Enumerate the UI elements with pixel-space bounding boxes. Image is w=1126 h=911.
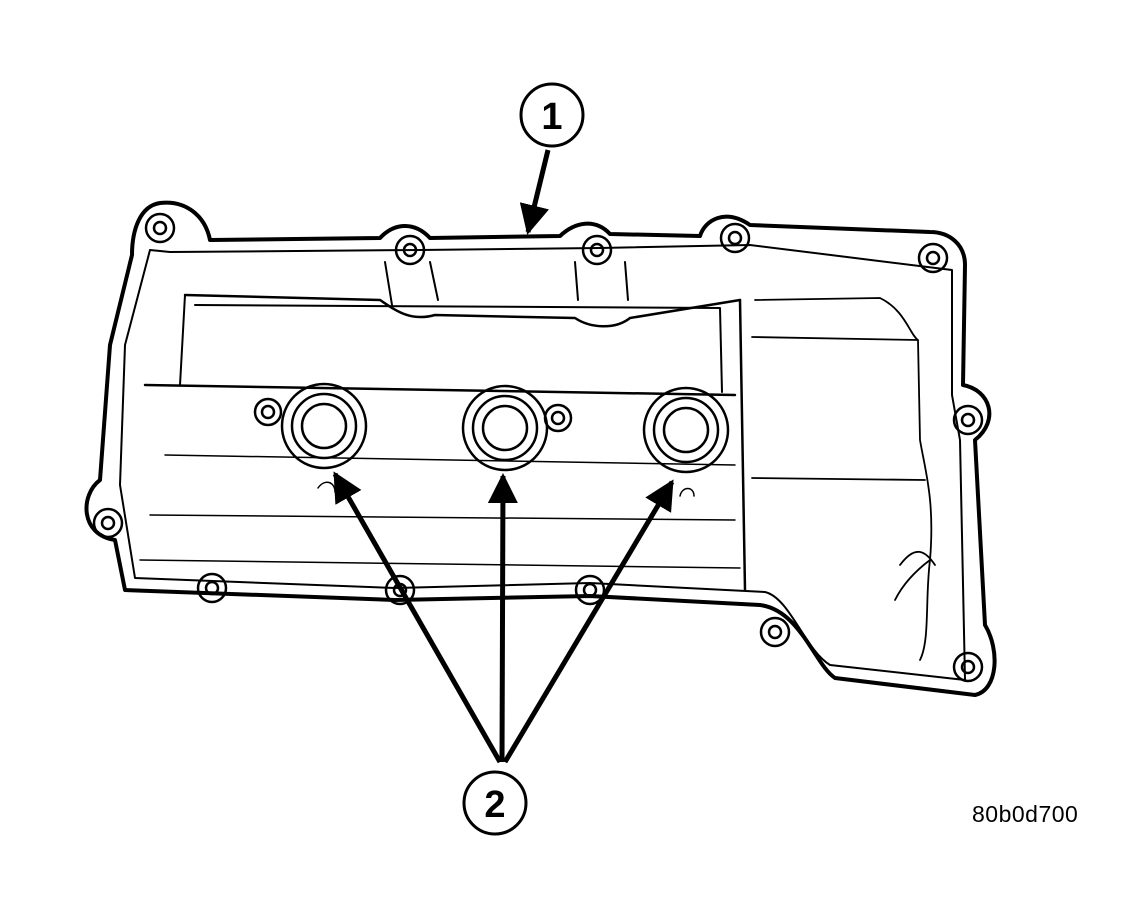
spark-plug-tube-seals xyxy=(280,382,730,474)
bolt-boss-top-a xyxy=(384,261,439,306)
spark-plug-tube-seal xyxy=(461,384,549,472)
spark-plug-rail-line-3 xyxy=(139,559,741,569)
bolt-hole xyxy=(917,242,949,274)
spark-plug-rail-line-1 xyxy=(164,454,736,466)
bolt-hole xyxy=(581,234,613,266)
bolt-hole xyxy=(394,234,426,266)
bolt-hole xyxy=(253,397,283,427)
bolt-hole xyxy=(719,222,751,254)
top-rail-inner xyxy=(194,304,723,393)
callout-2-number: 2 xyxy=(484,784,505,826)
valve-cover-outer-flange xyxy=(84,200,997,697)
callout-1: 1 xyxy=(519,82,585,148)
callout-1-leader xyxy=(519,149,551,235)
bolt-hole xyxy=(952,404,984,436)
bolt-hole xyxy=(952,651,984,683)
left-rail xyxy=(179,294,186,386)
bolt-holes xyxy=(92,212,984,683)
bolt-boss-top-b xyxy=(574,261,629,301)
valve-cover xyxy=(84,200,997,697)
bolt-hole xyxy=(543,403,573,433)
right-chamber-lines xyxy=(751,297,936,661)
rib-detail xyxy=(317,481,695,497)
spark-plug-rail-line-2 xyxy=(149,514,736,521)
figure-id-label: 80b0d700 xyxy=(972,801,1079,827)
bolt-hole xyxy=(384,574,416,606)
callout-2: 2 xyxy=(462,770,528,836)
top-rail xyxy=(183,293,742,328)
spark-plug-tube-seal xyxy=(642,386,730,474)
callout-1-number: 1 xyxy=(541,96,562,138)
right-chamber xyxy=(738,298,747,592)
bolt-hole xyxy=(92,507,124,539)
spark-plug-tube-seal xyxy=(280,382,368,470)
bolt-hole xyxy=(574,574,606,606)
bolt-hole xyxy=(196,572,228,604)
bolt-hole xyxy=(759,616,791,648)
bolt-hole xyxy=(144,212,176,244)
spark-plug-rail-top xyxy=(143,383,737,397)
callout-2-leaders xyxy=(332,471,675,764)
valve-cover-inner-flange xyxy=(119,244,966,681)
